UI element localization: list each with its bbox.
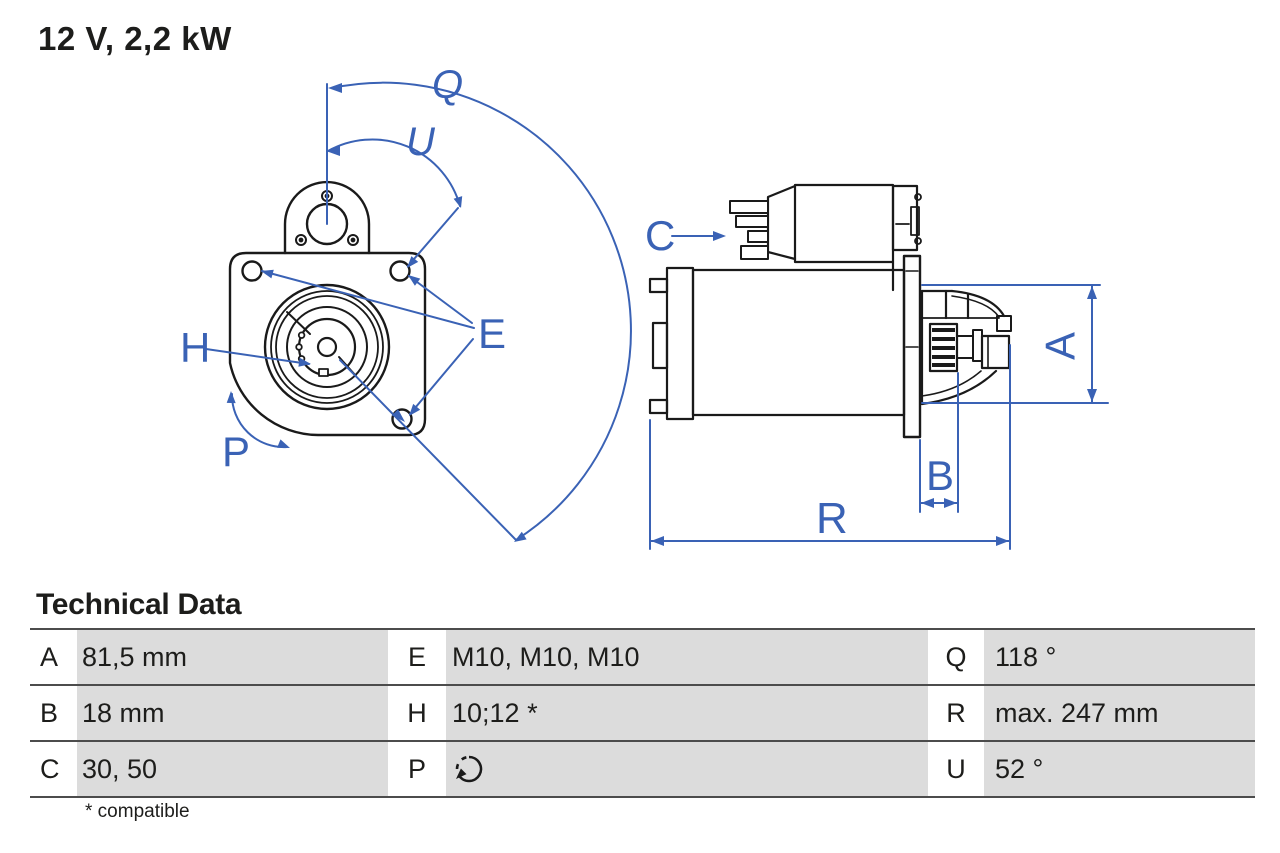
solenoid-terminals — [729, 200, 769, 260]
end-cap — [665, 266, 695, 421]
technical-data-heading: Technical Data — [36, 588, 242, 621]
solenoid-end-cap — [891, 184, 919, 252]
table-cell-key: B — [30, 686, 77, 740]
table-cell-key: R — [928, 686, 984, 740]
label-b: B — [926, 452, 954, 499]
table-cell-key: E — [388, 630, 446, 684]
p-rotation-arc — [230, 393, 288, 449]
flange-bolt-holes — [241, 260, 413, 430]
table-row: B 18 mm H 10;12 * R max. 247 mm — [30, 684, 1255, 740]
table-cell-key: A — [30, 630, 77, 684]
page-title: 12 V, 2,2 kW — [38, 20, 232, 57]
table-cell-value: 118 ° — [984, 630, 1255, 684]
shaft-collar — [972, 329, 983, 362]
label-r: R — [816, 494, 848, 543]
compatibility-footnote: * compatible — [85, 801, 190, 822]
front-view-dimensions: Q U E H P — [180, 63, 632, 542]
flange-outline — [228, 251, 427, 437]
side-view-drawing — [648, 183, 1012, 439]
h-leader-line — [205, 348, 310, 365]
motor-body — [691, 268, 906, 417]
side-view-dimensions: C A B R — [645, 212, 1109, 550]
pinion-gear — [928, 322, 959, 373]
q-angle-arc — [331, 81, 632, 541]
table-cell-key: C — [30, 742, 77, 796]
table-cell-value: 81,5 mm — [77, 630, 388, 684]
shaft-block — [956, 335, 974, 359]
drive-nose — [980, 334, 1011, 370]
rotation-direction-icon — [455, 755, 483, 783]
table-cell-value: M10, M10, M10 — [446, 630, 928, 684]
starter-motor-drawing: Q U E H P — [180, 63, 1109, 550]
technical-data-table: A 81,5 mm E M10, M10, M10 Q 118 ° B 18 m… — [30, 628, 1255, 798]
label-e: E — [478, 310, 506, 357]
table-cell-value: 10;12 * — [446, 686, 928, 740]
solenoid-body — [793, 183, 895, 264]
table-cell-key: H — [388, 686, 446, 740]
table-cell-value: 52 ° — [984, 742, 1255, 796]
table-cell-value: 18 mm — [77, 686, 388, 740]
table-cell-key: Q — [928, 630, 984, 684]
u-angle-arc — [327, 138, 461, 207]
label-h: H — [180, 324, 210, 371]
q-reference-line — [339, 359, 517, 541]
table-cell-value: max. 247 mm — [984, 686, 1255, 740]
table-cell-value: 30, 50 — [77, 742, 388, 796]
label-q: Q — [432, 63, 463, 107]
table-cell-key: P — [388, 742, 446, 796]
mount-flange-plate — [902, 254, 922, 439]
table-cell-value-icon — [446, 742, 928, 796]
solenoid-cone — [766, 184, 797, 261]
u-reference-line — [407, 207, 459, 267]
table-cell-key: U — [928, 742, 984, 796]
table-row: C 30, 50 P U 52 ° — [30, 740, 1255, 796]
label-u: U — [406, 120, 436, 164]
label-c: C — [645, 212, 675, 259]
label-p: P — [222, 428, 250, 475]
label-a: A — [1037, 332, 1084, 360]
table-row: A 81,5 mm E M10, M10, M10 Q 118 ° — [30, 628, 1255, 684]
